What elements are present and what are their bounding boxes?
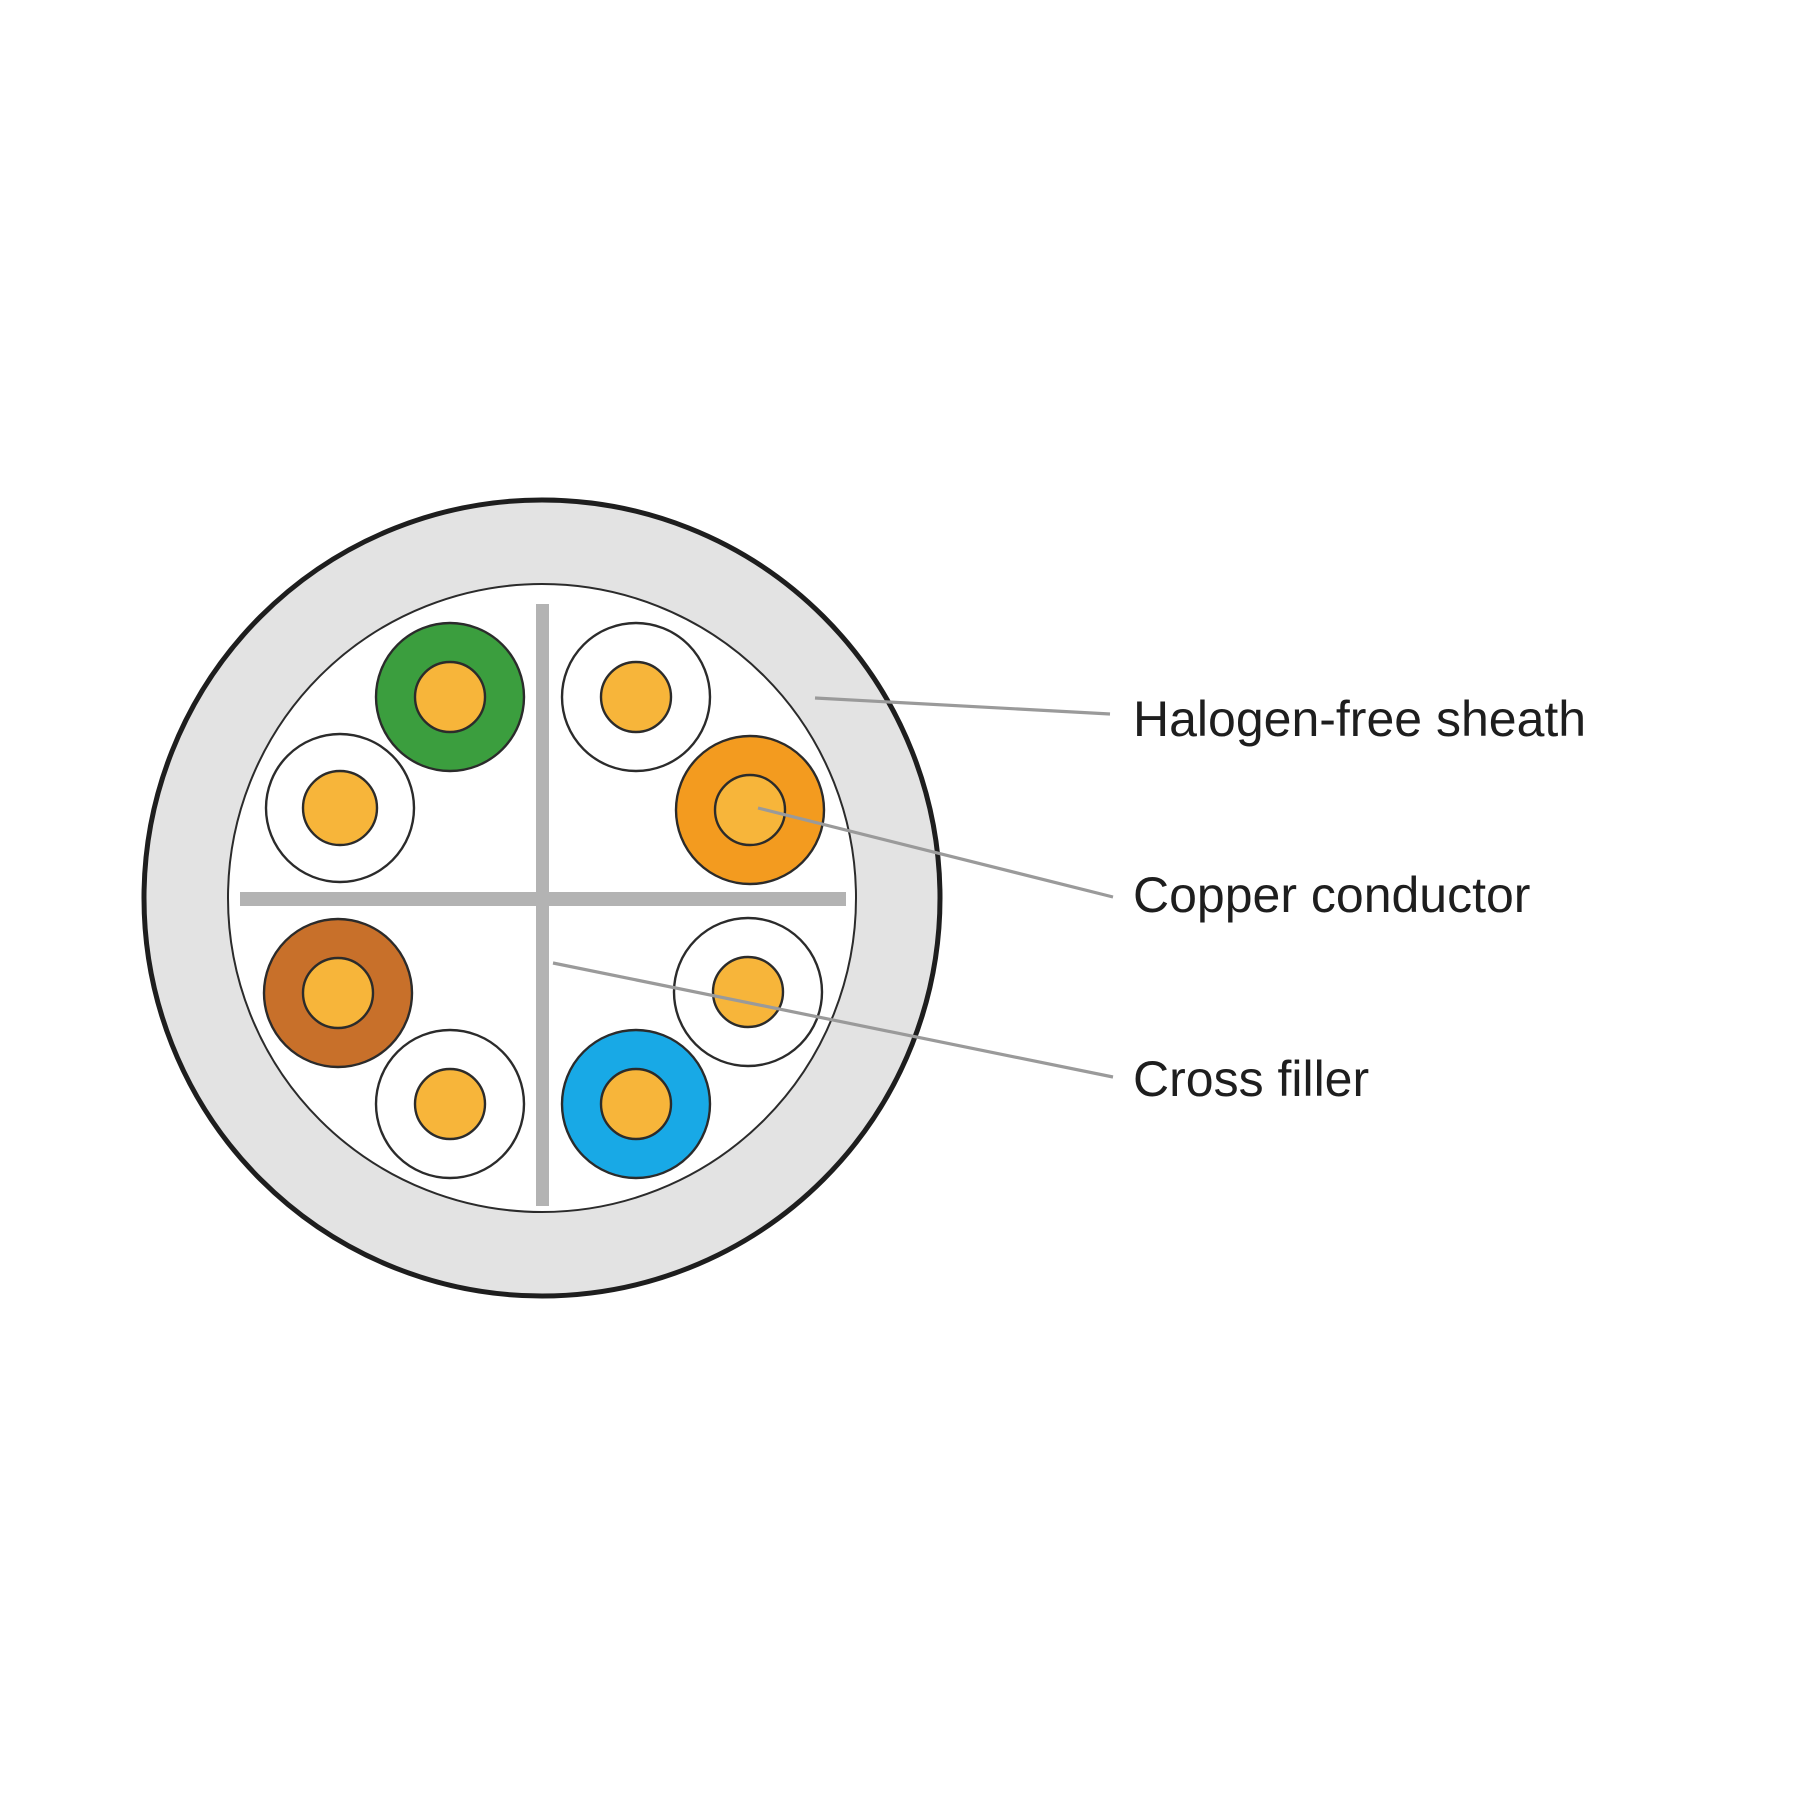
- wire-blue-copper-conductor: [599, 1067, 673, 1141]
- wire-white-green-copper-conductor: [301, 769, 379, 847]
- wire-brown: [262, 917, 414, 1069]
- wire-white-orange-copper-conductor: [599, 660, 673, 734]
- wire-brown-copper-conductor: [301, 956, 375, 1030]
- wire-white-brown-copper-conductor: [413, 1067, 487, 1141]
- label-halogen-free-sheath: Halogen-free sheath: [1133, 691, 1586, 747]
- wire-white-orange: [560, 621, 712, 773]
- wire-white-green: [264, 732, 416, 884]
- wire-green-copper-conductor: [413, 660, 487, 734]
- wire-white-blue: [672, 916, 824, 1068]
- label-cross-filler: Cross filler: [1133, 1051, 1369, 1107]
- leader-line-filler: [552, 961, 1114, 1079]
- cross-filler-horizontal: [240, 892, 846, 906]
- wire-blue: [560, 1028, 712, 1180]
- wire-green: [374, 621, 526, 773]
- leader-line-conductor: [757, 806, 1114, 899]
- twisted-pair-wires: [262, 621, 826, 1180]
- label-copper-conductor: Copper conductor: [1133, 867, 1530, 923]
- wire-white-brown: [374, 1028, 526, 1180]
- leader-line-sheath: [814, 696, 1111, 716]
- wire-orange-copper-conductor: [713, 773, 787, 847]
- wire-orange: [674, 734, 826, 886]
- wire-white-blue-copper-conductor: [711, 955, 785, 1029]
